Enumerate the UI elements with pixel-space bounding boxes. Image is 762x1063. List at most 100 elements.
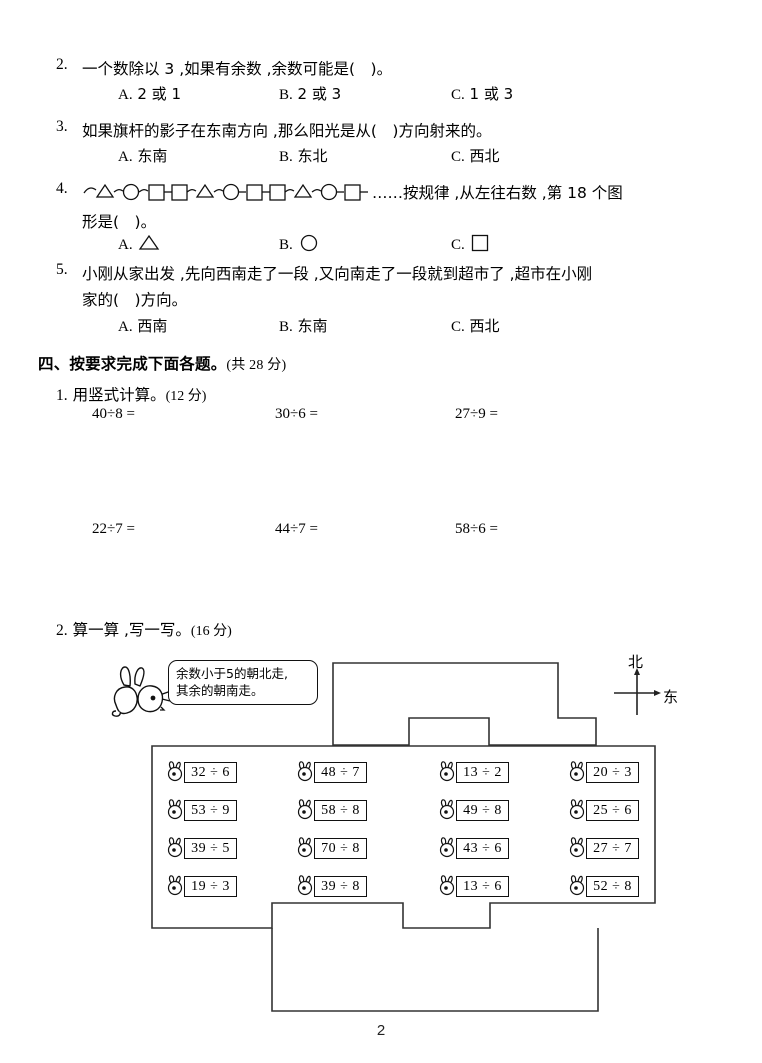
rabbit-head-icon [439,799,455,820]
option-text: 2 或 3 [297,85,342,103]
rabbit-head-icon [297,761,313,782]
rabbit-head-icon [167,837,183,858]
division-cell[interactable]: 70 ÷ 8 [295,837,367,859]
question-4-body: ……按规律 ,从左往右数 ,第 18 个图 形是( )。 A. B. C. [82,180,718,260]
task2-title: 算一算 ,写一写。 [72,621,191,639]
question-3-option-c[interactable]: C. 西北 [451,145,500,166]
division-cell[interactable]: 25 ÷ 6 [567,799,639,821]
section-heading-text: 四、按要求完成下面各题。 [38,355,227,373]
division-cell[interactable]: 19 ÷ 3 [165,875,237,897]
division-cell[interactable]: 20 ÷ 3 [567,761,639,783]
compass-north-label: 北 [628,653,644,671]
rabbit-head-icon [439,837,455,858]
question-2-options: A. 2 或 1 B. 2 或 3 C. 1 或 3 [82,83,718,108]
division-cell[interactable]: 52 ÷ 8 [567,875,639,897]
task2-index: 2. [56,622,68,639]
option-text: 东南 [297,317,328,335]
option-text: 东南 [137,147,168,165]
division-cell[interactable]: 13 ÷ 6 [437,875,509,897]
calc-item: 44÷7 = [275,521,318,537]
question-3-option-b[interactable]: B. 东北 [279,145,328,166]
division-expression: 52 ÷ 8 [586,876,639,897]
task2-heading: 2. 算一算 ,写一写。(16 分) [56,618,232,640]
rabbit-head-icon [439,875,455,896]
circle-icon [300,234,317,252]
rabbit-head-icon [297,837,313,858]
division-expression: 39 ÷ 5 [184,838,237,859]
task1-title: 用竖式计算。 [72,386,166,404]
division-expression: 43 ÷ 6 [456,838,509,859]
division-expression: 13 ÷ 6 [456,876,509,897]
task1-points: (12 分) [165,389,207,404]
division-cell[interactable]: 13 ÷ 2 [437,761,509,783]
division-cell[interactable]: 27 ÷ 7 [567,837,639,859]
task1-heading: 1. 用竖式计算。(12 分) [56,383,206,405]
division-expression: 53 ÷ 9 [184,800,237,821]
compass-icon [614,668,661,715]
rabbit-head-icon [167,761,183,782]
question-5-number: 5. [56,261,68,278]
rabbit-icon [111,666,166,717]
rabbit-head-icon [569,837,585,858]
question-5-option-b[interactable]: B. 东南 [279,315,328,336]
question-4-option-b[interactable]: B. [279,234,320,254]
question-2: 2. 一个数除以 3 ,如果有余数 ,余数可能是( )。 A. 2 或 1 B.… [56,56,722,108]
option-text: 2 或 1 [137,85,181,103]
rabbit-head-icon [167,799,183,820]
calc-item: 58÷6 = [455,521,498,537]
question-2-option-a[interactable]: A. 2 或 1 [118,83,181,104]
division-expression: 49 ÷ 8 [456,800,509,821]
option-letter: A. [118,237,133,253]
calc-item: 27÷9 = [455,406,498,422]
option-letter: B. [279,87,293,103]
question-3-number: 3. [56,118,68,135]
question-5-option-a[interactable]: A. 西南 [118,315,167,336]
triangle-icon [139,234,160,250]
division-cell[interactable]: 39 ÷ 8 [295,875,367,897]
option-text: 1 或 3 [469,85,514,103]
rabbit-head-icon [569,761,585,782]
question-4-option-a[interactable]: A. [118,234,161,254]
option-text: 西北 [469,147,500,165]
question-4-option-c[interactable]: C. [451,234,490,254]
question-3-option-a[interactable]: A. 东南 [118,145,167,166]
option-letter: C. [451,319,465,335]
rabbit-head-icon [569,875,585,896]
option-letter: A. [118,319,133,335]
question-3-body: 如果旗杆的影子在东南方向 ,那么阳光是从( )方向射来的。 A. 东南 B. 东… [82,118,718,170]
question-3: 3. 如果旗杆的影子在东南方向 ,那么阳光是从( )方向射来的。 A. 东南 B… [56,118,722,170]
option-letter: C. [451,87,465,103]
question-5-option-c[interactable]: C. 西北 [451,315,500,336]
division-expression: 19 ÷ 3 [184,876,237,897]
task2-points: (16 分) [190,624,232,639]
question-4-number: 4. [56,180,68,197]
calc-item: 40÷8 = [92,406,135,422]
rabbit-head-icon [569,799,585,820]
division-cell[interactable]: 49 ÷ 8 [437,799,509,821]
question-5-text: 小刚从家出发 ,先向西南走了一段 ,又向南走了一段就到超市了 ,超市在小刚 [82,265,593,283]
calc-item: 30÷6 = [275,406,318,422]
square-icon [471,234,488,252]
option-letter: A. [118,149,133,165]
bubble-line-2: 其余的朝南走。 [176,683,264,698]
question-2-option-c[interactable]: C. 1 或 3 [451,83,513,104]
division-cell[interactable]: 39 ÷ 5 [165,837,237,859]
division-cell[interactable]: 48 ÷ 7 [295,761,367,783]
question-4-line2: 形是( )。 [82,209,718,233]
division-expression: 27 ÷ 7 [586,838,639,859]
division-cell[interactable]: 53 ÷ 9 [165,799,237,821]
option-letter: B. [279,319,293,335]
question-4-options: A. B. C. [82,234,718,260]
division-cell[interactable]: 43 ÷ 6 [437,837,509,859]
rabbit-head-icon [297,875,313,896]
division-cell[interactable]: 58 ÷ 8 [295,799,367,821]
question-3-options: A. 东南 B. 东北 C. 西北 [82,145,718,170]
question-2-option-b[interactable]: B. 2 或 3 [279,83,341,104]
section-points: (共 28 分) [226,358,287,373]
division-cell[interactable]: 32 ÷ 6 [165,761,237,783]
question-4: 4. [56,180,722,260]
rabbit-head-icon [167,875,183,896]
option-letter: B. [279,237,293,253]
option-text: 东北 [297,147,328,165]
